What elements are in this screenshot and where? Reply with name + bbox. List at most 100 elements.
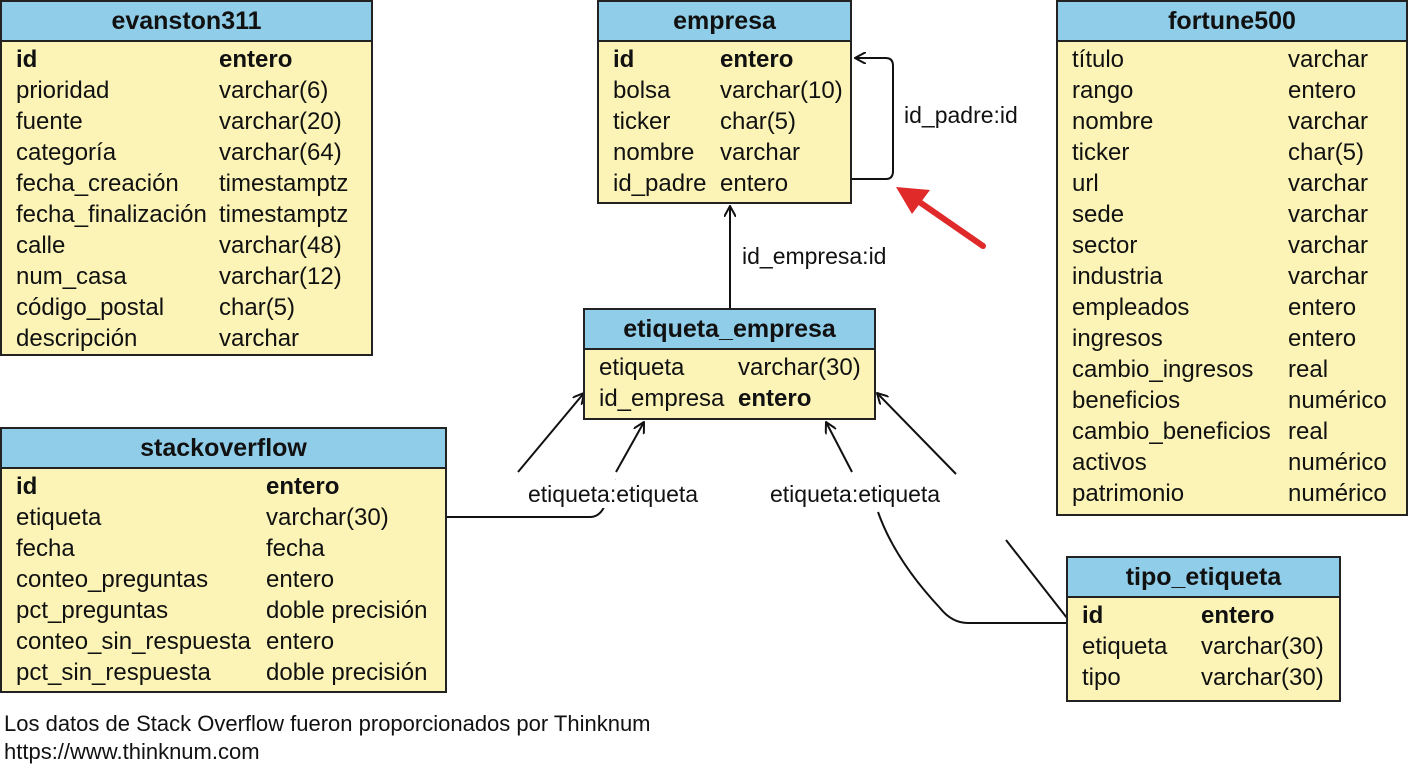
column-name: sede <box>1072 201 1125 228</box>
column-type: entero <box>720 170 789 197</box>
column-name: fecha_creación <box>16 170 179 197</box>
column-type: doble precisión <box>266 659 428 686</box>
table-title: empresa <box>599 2 850 42</box>
column-type: varchar <box>219 325 300 352</box>
column-type: varchar(20) <box>219 108 342 135</box>
column-name: conteo_preguntas <box>16 566 209 593</box>
column-name: bolsa <box>613 77 671 104</box>
tipo-link-line-b <box>1005 539 1068 619</box>
column-type: varchar(6) <box>219 77 329 104</box>
column-name: fecha_finalización <box>16 201 207 228</box>
column-type: varchar(12) <box>219 263 342 290</box>
column-type: varchar <box>1288 232 1369 259</box>
table-row: tipo varchar(30) <box>1082 662 1339 693</box>
column-type: char(5) <box>219 294 296 321</box>
column-name: industria <box>1072 263 1163 290</box>
tipo-link-line <box>877 511 1067 624</box>
footer-credit: Los datos de Stack Overflow fueron propo… <box>4 710 651 766</box>
column-name: ticker <box>613 108 671 135</box>
column-name: etiqueta <box>599 354 685 381</box>
table-row: etiqueta varchar(30) <box>599 352 874 383</box>
table-row: fecha fecha <box>16 533 445 564</box>
column-name: activos <box>1072 449 1147 476</box>
column-name: descripción <box>16 325 138 352</box>
column-name: rango <box>1072 77 1134 104</box>
column-name: cambio_ingresos <box>1072 356 1254 383</box>
column-name: código_postal <box>16 294 165 321</box>
tipo-link-arrow-a <box>826 422 853 473</box>
column-name: fecha <box>16 535 75 562</box>
column-name: etiqueta <box>1082 633 1168 660</box>
column-name: prioridad <box>16 77 110 104</box>
table-row: código_postal char(5) <box>16 292 371 323</box>
column-name: patrimonio <box>1072 480 1185 507</box>
column-name: tipo <box>1082 664 1121 691</box>
column-name: ticker <box>1072 139 1130 166</box>
column-type: entero <box>720 46 794 73</box>
column-type: entero <box>1288 325 1357 352</box>
table-row: descripción varchar <box>16 323 371 354</box>
self-reference-label: id_padre:id <box>902 101 1020 129</box>
stack-link-arrow-a <box>517 393 584 473</box>
column-type: fecha <box>266 535 325 562</box>
empresa-link-label: id_empresa:id <box>740 242 889 270</box>
column-type: varchar(30) <box>738 354 861 381</box>
table-row: id entero <box>613 44 850 75</box>
column-type: varchar(30) <box>1201 664 1324 691</box>
column-name: empleados <box>1072 294 1190 321</box>
column-name: id <box>613 46 635 73</box>
column-type: entero <box>266 628 335 655</box>
footer-url: https://www.thinknum.com <box>4 739 260 764</box>
column-name: categoría <box>16 139 117 166</box>
tipo-link-label: etiqueta:etiqueta <box>768 480 943 508</box>
column-type: entero <box>738 385 812 412</box>
column-name: pct_sin_respuesta <box>16 659 211 686</box>
table-title: tipo_etiqueta <box>1068 558 1339 598</box>
footer-credit-text: Los datos de Stack Overflow fueron propo… <box>4 711 651 736</box>
table-title: fortune500 <box>1058 2 1406 42</box>
column-type: entero <box>219 46 293 73</box>
table-title: evanston311 <box>2 2 371 42</box>
column-type: numérico <box>1288 480 1387 507</box>
table-row: etiqueta varchar(30) <box>1082 631 1339 662</box>
column-name: sector <box>1072 232 1138 259</box>
column-name: beneficios <box>1072 387 1181 414</box>
column-type: char(5) <box>720 108 797 135</box>
column-name: etiqueta <box>16 504 102 531</box>
column-name: calle <box>16 232 66 259</box>
column-type: varchar(30) <box>1201 633 1324 660</box>
column-name: nombre <box>1072 108 1154 135</box>
self-reference-line <box>851 58 894 180</box>
column-name: id <box>16 46 38 73</box>
column-type: numérico <box>1288 387 1387 414</box>
column-type: entero <box>1201 602 1275 629</box>
column-type: entero <box>266 473 340 500</box>
column-type: varchar <box>1288 201 1369 228</box>
table-row: ticker char(5) <box>613 106 850 137</box>
